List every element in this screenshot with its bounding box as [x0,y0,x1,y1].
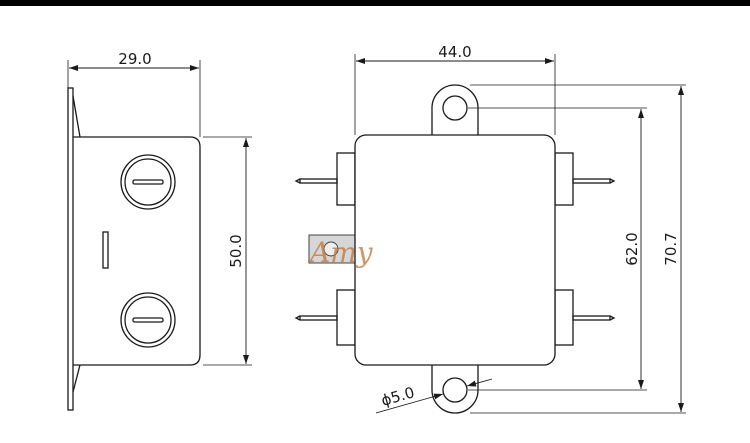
terminal-pin-left-upper [299,178,338,184]
screw-inner-ring [124,296,172,344]
screw-outer-ring [120,292,176,348]
terminal-block-right-lower [554,289,574,346]
flange-edge-bottom [72,364,81,393]
mounting-hole-top [442,95,468,121]
terminal-block-right-upper [554,152,574,206]
watermark: Amy [307,236,374,269]
dimension-label-hole-pitch: 62.0 [623,232,641,265]
leader-line-left [375,393,444,414]
dimension-label-side-width: 29.0 [118,50,151,68]
terminal-screw-lower [120,292,176,348]
terminal-pin-right-lower [572,315,611,321]
mounting-ear-top [431,84,479,136]
screw-slot [132,317,164,323]
pin-tip-left-upper [294,178,301,184]
flange-edge-top [72,95,81,138]
dimension-label-top-width: 44.0 [438,43,471,61]
top-border-bar [0,0,750,6]
terminal-screw-upper [120,154,176,210]
side-body-outline [73,136,201,366]
dimension-hole-pitch: 62.0 [468,107,647,391]
screw-outer-ring [120,154,176,210]
terminal-pin-right-upper [572,178,611,184]
dimension-side-width: 29.0 [67,50,201,137]
screw-inner-ring [124,158,172,206]
side-view [67,87,201,411]
dimension-side-height: 50.0 [203,136,252,366]
dimension-label-side-height: 50.0 [227,234,245,267]
dimension-hole-diameter: ϕ5.0 [375,378,493,414]
dimension-overall-length: 70.7 [470,84,686,414]
mounting-plate [67,87,74,411]
screw-slot [132,179,164,185]
pin-tip-left-lower [294,315,301,321]
dimension-label-overall-length: 70.7 [662,232,680,265]
filter-body-outline [354,134,556,366]
dimension-label-hole-diameter: ϕ5.0 [379,383,416,410]
top-view: Amy [294,84,616,414]
pin-tip-right-lower [609,315,616,321]
pin-tip-right-upper [609,178,616,184]
label-window [102,231,109,269]
leader-line-right [466,378,493,387]
terminal-block-left-upper [336,152,356,206]
mounting-hole-bottom [442,377,468,403]
dimension-top-width: 44.0 [354,43,556,135]
terminal-block-left-lower [336,289,356,346]
earth-terminal-hole [323,241,339,257]
terminal-pin-left-lower [299,315,338,321]
mounting-ear-bottom [431,364,479,414]
